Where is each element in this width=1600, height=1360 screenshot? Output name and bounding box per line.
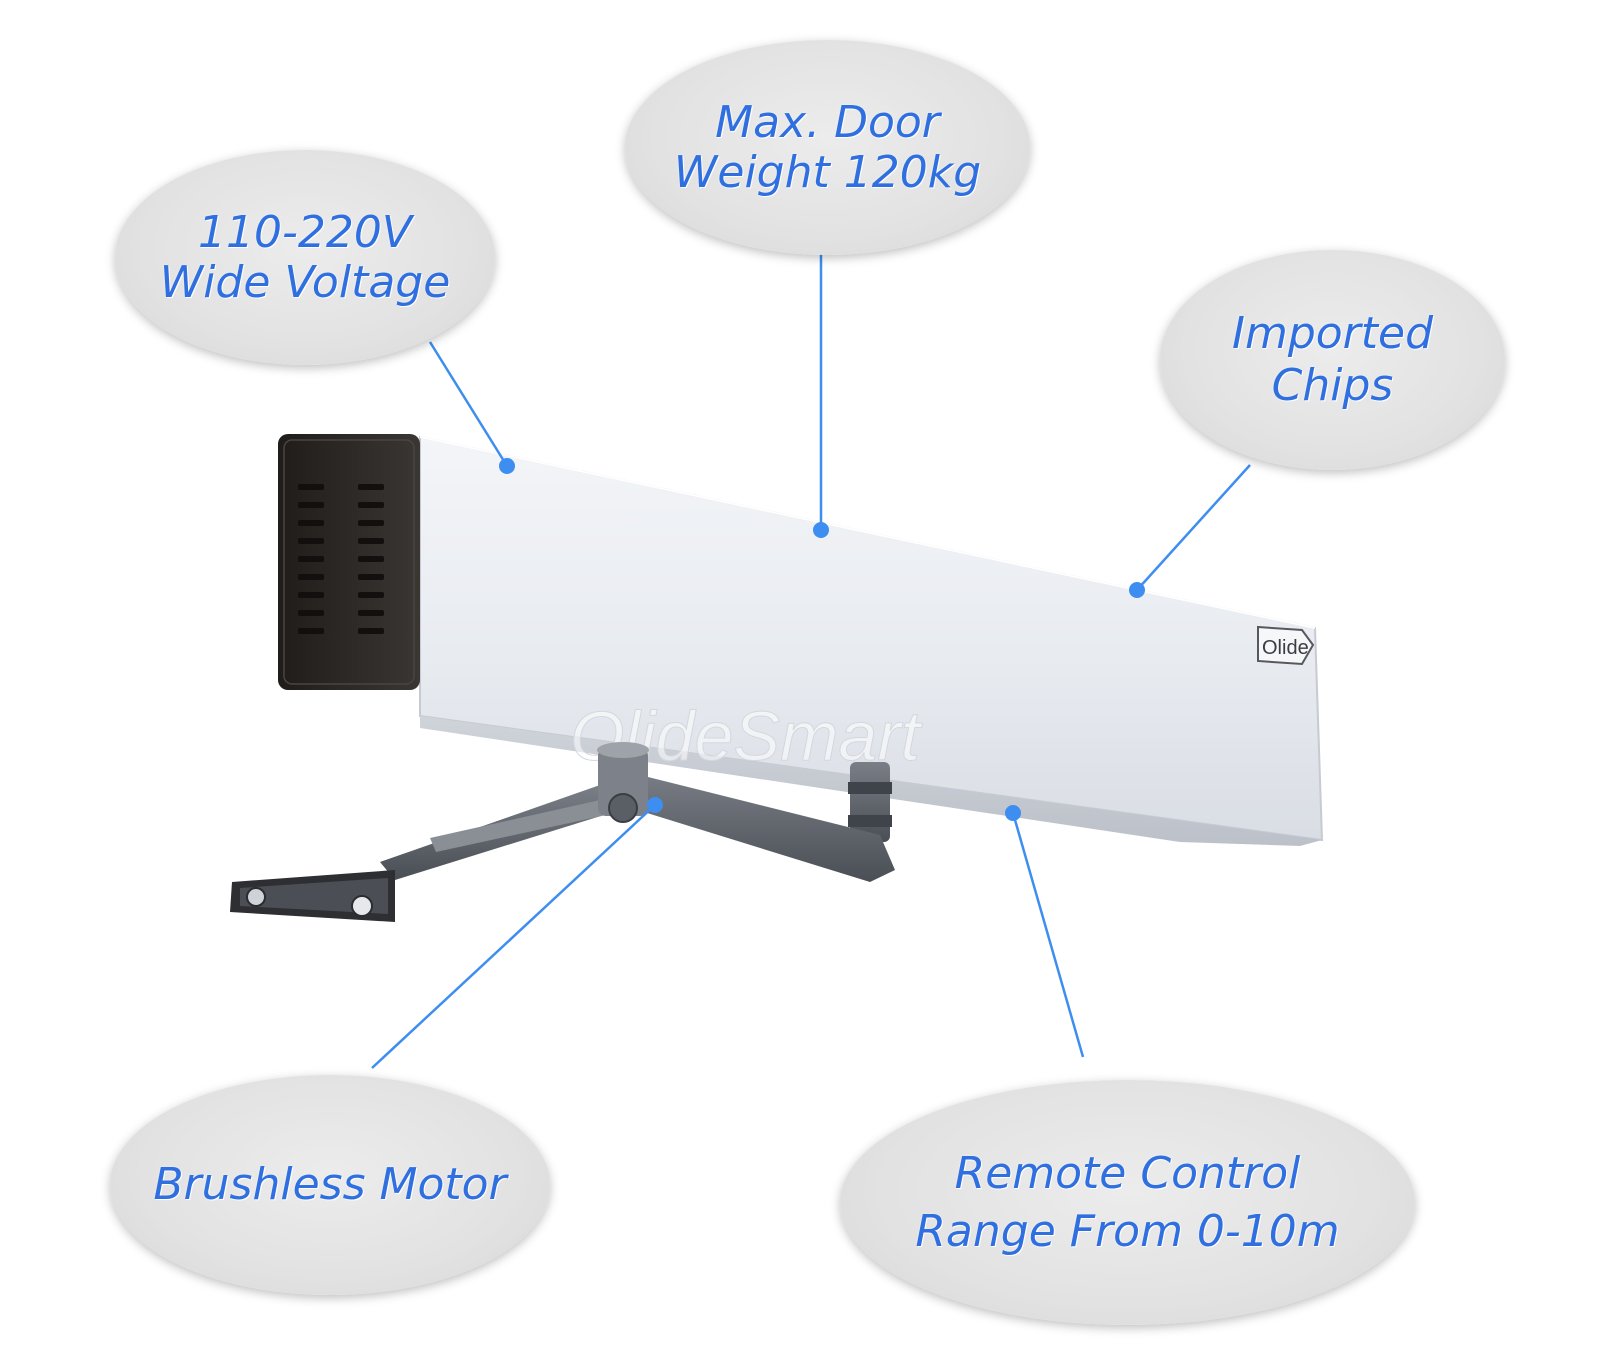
callout-voltage-line2: Wide Voltage [159,256,451,308]
leader-line-remote [1011,812,1085,1058]
vent-slot [358,538,384,544]
leader-line-chips [1136,464,1251,591]
leader-dots [499,458,1145,821]
vent-slots [298,484,384,634]
vent-slot [358,574,384,580]
callout-imported-chips: Imported Chips [1160,250,1505,470]
leader-line-motor [371,804,656,1069]
vent-slot [358,628,384,634]
callout-brushless-motor: Brushless Motor [110,1075,550,1295]
vent-slot [358,610,384,616]
brand-badge-text: Olide [1262,637,1309,659]
callout-door-weight: Max. Door Weight 120kg [625,40,1030,255]
leader-line-voltage [428,341,509,467]
marker-dot-weight [813,522,829,538]
vent-slot [298,628,324,634]
marker-dot-chips [1129,582,1145,598]
vent-slot [298,502,324,508]
vent-slot [358,556,384,562]
callout-chips-line1: Imported [1231,308,1434,359]
vented-end-cap [278,434,420,690]
vent-slot [358,502,384,508]
vent-slot [298,574,324,580]
vent-slot [298,538,324,544]
vent-slot [298,484,324,490]
door-arm-assembly [230,742,895,922]
callout-remote-line2: Range From 0-10m [915,1205,1340,1257]
vent-slot [358,520,384,526]
callout-weight-line1: Max. Door [715,96,940,148]
callout-voltage-line1: 110-220V [198,206,412,258]
callout-chips-line2: Chips [1271,360,1394,411]
callout-remote-control: Remote Control Range From 0-10m [840,1080,1415,1325]
vent-slot [298,592,324,598]
callout-motor-line1: Brushless Motor [153,1159,507,1210]
callout-remote-line1: Remote Control [954,1147,1301,1199]
vent-slot [298,556,324,562]
marker-dot-voltage [499,458,515,474]
callout-weight-line2: Weight 120kg [673,146,982,198]
brand-badge: Olide [1257,625,1315,666]
marker-dot-remote [1005,805,1021,821]
vent-slot [358,484,384,490]
vent-slot [358,592,384,598]
marker-dot-motor [647,797,663,813]
vent-slot [298,610,324,616]
leader-lines [371,252,1251,1069]
callout-voltage: 110-220V Wide Voltage [115,150,495,365]
vent-slot [298,520,324,526]
